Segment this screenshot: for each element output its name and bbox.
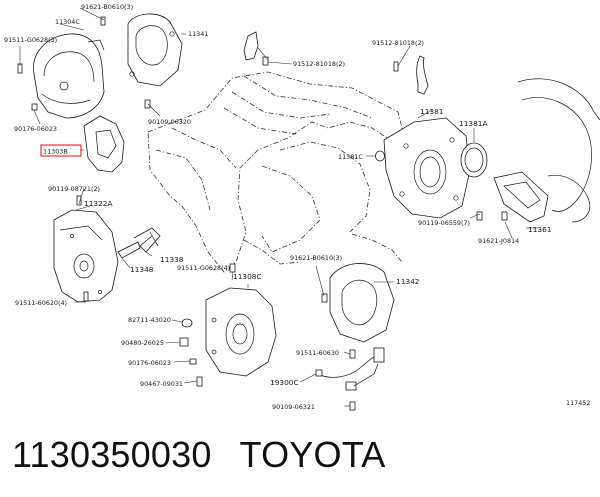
label-11322a: 11322A: [84, 199, 113, 208]
label-11348: 11348: [130, 265, 154, 274]
label-11308c: 11308C: [233, 272, 262, 281]
bracket-91512-right: [416, 55, 429, 95]
label-90109-06320: 90109-06320: [148, 118, 191, 126]
label-91511-g0628-4: 91511-G0628(4): [177, 264, 230, 272]
label-11381c: 11381C: [338, 153, 363, 161]
cover-seal-11348: [117, 241, 141, 259]
part-caption: 1130350030 TOYOTA: [12, 433, 385, 477]
label-11303b: 11303B: [43, 148, 68, 156]
label-11381a: 11381A: [459, 119, 488, 128]
o-ring-11381c: [375, 150, 385, 162]
label-90480-26025: 90480-26025: [121, 339, 164, 347]
label-19300c: 19300C: [270, 378, 299, 387]
gasket-plate-11341: [127, 13, 183, 87]
label-90176-06023-bottom: 90176-06023: [128, 359, 171, 367]
bracket-91512-left: [243, 31, 259, 61]
cover-seal-11338: [133, 227, 161, 253]
part-labels: 91621-B0610(3) 11304C 91511-G0628(3) 113…: [4, 3, 590, 411]
label-11304c: 11304C: [55, 18, 80, 26]
hardware-bolts: [17, 16, 508, 411]
label-90176-06023-top: 90176-06023: [14, 125, 57, 133]
label-91511-60630: 91511-60630: [296, 349, 339, 357]
highlight-11303b: [40, 144, 82, 157]
diagram-reference-number: 117452: [566, 399, 590, 407]
rear-end-plate-11381: [383, 117, 471, 219]
label-91621-b0610-3-lower: 91621-B0610(3): [290, 254, 342, 262]
label-11361: 11361: [528, 225, 552, 234]
label-91621-b0610-3: 91621-B0610(3): [81, 3, 133, 11]
timing-cover-11303b: [83, 115, 125, 173]
label-11381: 11381: [420, 107, 444, 116]
transmission-housing-outline: [517, 78, 600, 223]
label-91512-81018-2-left: 91512-81018(2): [293, 60, 345, 68]
brand-name: TOYOTA: [239, 434, 386, 475]
label-90467-09031: 90467-09031: [140, 380, 183, 388]
timing-cover-11308c: [205, 287, 277, 377]
gasket-plate-11342: [329, 263, 395, 343]
label-91512-81018-2-right: 91512-81018(2): [372, 39, 424, 47]
label-82711-43020: 82711-43020: [128, 316, 171, 324]
engine-block-outline: [147, 71, 403, 273]
part-number: 1130350030: [12, 434, 212, 475]
plate-11361: [493, 171, 549, 223]
timing-cover-11322a: [53, 209, 119, 303]
sensor-harness-19300c: [315, 347, 385, 391]
label-91511-g0628-3: 91511-G0628(3): [4, 36, 57, 44]
timing-cover-11304c: [32, 33, 105, 119]
label-11338: 11338: [160, 255, 184, 264]
label-90119-06559-7: 90119-06559(7): [418, 219, 470, 227]
oil-seal-11381a: [460, 142, 488, 178]
label-90119-08721-2: 90119-08721(2): [48, 185, 100, 193]
label-91621-j0814: 91621-J0814: [478, 237, 519, 245]
label-11342: 11342: [396, 277, 420, 286]
label-91511-60620-4: 91511-60620(4): [15, 299, 67, 307]
label-90109-06321: 90109-06321: [272, 403, 315, 411]
label-11341: 11341: [188, 30, 208, 38]
